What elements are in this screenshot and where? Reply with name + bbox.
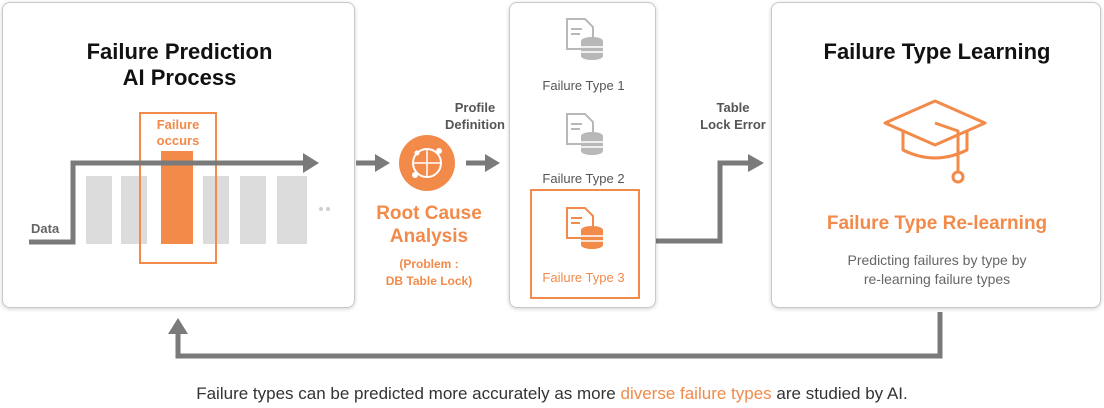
learning-panel: Failure Type Learning Failure Type Re-le…	[771, 2, 1101, 308]
footer-highlight: diverse failure types	[620, 384, 772, 403]
footer-text-before: Failure types can be predicted more accu…	[196, 384, 621, 403]
data-bar	[277, 176, 307, 244]
rca-title: Root Cause Analysis	[376, 203, 482, 247]
rca-subtitle: (Problem : DB Table Lock)	[385, 257, 473, 288]
learning-subtitle: Failure Type Re-learning	[826, 213, 1048, 234]
data-line-arrowhead	[303, 153, 319, 173]
table-lock-error-label: Table Lock Error	[700, 100, 766, 132]
failure-bar	[161, 151, 193, 244]
learning-title: Failure Type Learning	[823, 39, 1051, 64]
profile-definition-label: Profile Definition	[445, 100, 505, 132]
return-arrowhead	[168, 318, 188, 334]
failure-types-panel: Failure Type 1 Failure Type 2 Failure Ty…	[509, 2, 656, 308]
failure-type-1-label: Failure Type 1	[542, 78, 625, 93]
prediction-title: Failure Prediction AI Process	[86, 39, 273, 90]
failure-type-icons	[530, 18, 640, 299]
failure-highlight-box	[139, 112, 217, 264]
arrow-to-types-head	[485, 154, 500, 172]
table-lock-connector-head	[748, 154, 764, 172]
data-label: Data	[31, 221, 60, 236]
graduation-cap-icon	[883, 99, 987, 184]
database-document-icon	[566, 113, 603, 155]
failure-type-3-label: Failure Type 3	[542, 270, 625, 285]
timeline-graphic	[29, 112, 330, 264]
continuation-dot	[319, 207, 323, 211]
failure-type-3-highlight	[530, 189, 640, 299]
failure-type-2-label: Failure Type 2	[542, 171, 625, 186]
data-line	[29, 160, 305, 245]
data-bar	[86, 176, 112, 244]
data-bar	[240, 176, 266, 244]
return-arrow	[175, 312, 943, 359]
continuation-dot	[326, 207, 330, 211]
learning-description: Predicting failures by type by re-learni…	[847, 252, 1027, 287]
failure-occurs-label: Failure occurs	[156, 117, 200, 148]
database-document-icon	[566, 18, 603, 60]
table-lock-connector	[640, 160, 750, 244]
data-bar	[121, 176, 147, 244]
network-icon	[399, 135, 455, 191]
footer-caption: Failure types can be predicted more accu…	[0, 384, 1104, 404]
arrow-to-rca-head	[375, 154, 390, 172]
prediction-panel: Failure Prediction AI Process Data Failu…	[2, 2, 355, 308]
footer-text-after: are studied by AI.	[771, 384, 908, 403]
database-document-icon	[566, 207, 603, 249]
